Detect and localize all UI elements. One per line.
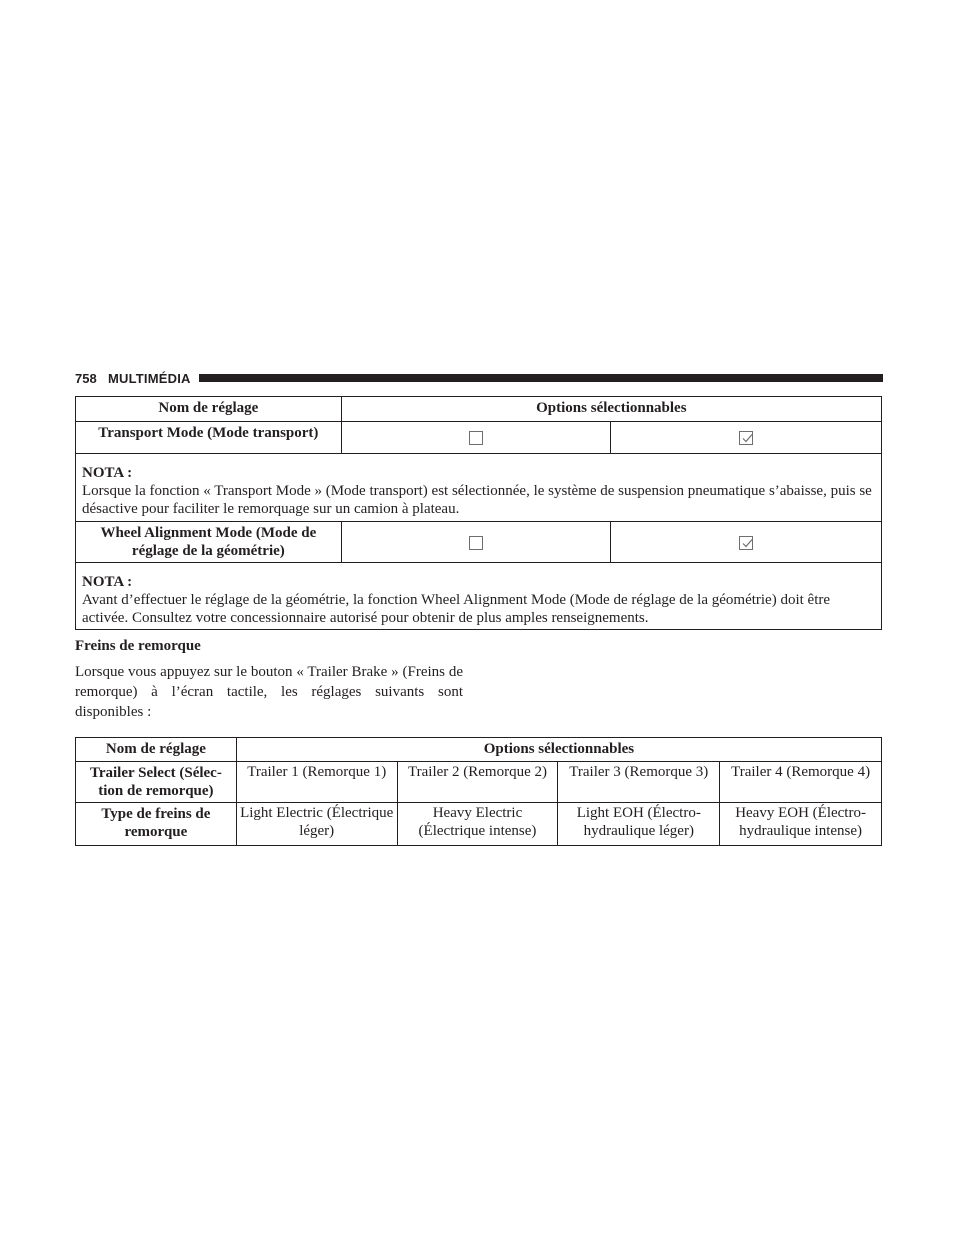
setting-label-brake-type: Type de freins de remorque	[75, 802, 237, 846]
column-header-setting: Nom de réglage	[75, 396, 342, 422]
option-heavy-electric: Heavy Electric (Électrique intense)	[396, 802, 559, 846]
setting-label-transport-mode: Transport Mode (Mode transport)	[75, 421, 342, 454]
column-header-options: Options sélectionnables	[235, 737, 883, 762]
settings-table-transport: Nom de réglage Options sélectionnables T…	[75, 396, 883, 630]
option-trailer-1: Trailer 1 (Remorque 1)	[235, 761, 398, 803]
section-paragraph: Lorsque vous appuyez sur le bouton « Tra…	[75, 664, 463, 720]
header-rule	[199, 374, 883, 382]
option-light-eoh: Light EOH (Électro-hydraulique léger)	[557, 802, 721, 846]
option-trailer-4: Trailer 4 (Remorque 4)	[719, 761, 882, 803]
checkbox-unchecked-icon[interactable]	[469, 431, 484, 446]
settings-table-trailer-brake: Nom de réglage Options sélectionnables T…	[75, 737, 883, 846]
page-header: 758 MULTIMÉDIA	[75, 370, 883, 388]
note-title: NOTA :	[82, 465, 133, 481]
option-cell	[610, 521, 882, 563]
checkbox-checked-icon[interactable]	[739, 535, 754, 550]
option-trailer-3: Trailer 3 (Remorque 3)	[557, 761, 721, 803]
section-title: MULTIMÉDIA	[108, 371, 191, 386]
setting-label-wheel-alignment: Wheel Alignment Mode (Mode de réglage de…	[75, 521, 342, 563]
note-title: NOTA :	[82, 574, 133, 590]
option-cell	[340, 421, 612, 454]
option-heavy-eoh: Heavy EOH (Électro-hydraulique intense)	[719, 802, 882, 846]
column-header-setting: Nom de réglage	[75, 737, 237, 762]
option-cell	[610, 421, 882, 454]
setting-label-trailer-select: Trailer Select (Sélec-tion de remorque)	[75, 761, 237, 803]
option-light-electric: Light Electric (Électrique léger)	[235, 802, 398, 846]
page-number: 758	[75, 371, 97, 386]
note-cell-transport: NOTA : Lorsque la fonction « Transport M…	[75, 453, 882, 522]
note-text: Lorsque la fonction « Transport Mode » (…	[82, 483, 872, 517]
column-header-options: Options sélectionnables	[340, 396, 883, 422]
option-cell	[340, 521, 612, 563]
note-cell-wheel-alignment: NOTA : Avant d’effectuer le réglage de l…	[75, 562, 882, 630]
checkbox-unchecked-icon[interactable]	[469, 535, 484, 550]
option-trailer-2: Trailer 2 (Remorque 2)	[396, 761, 559, 803]
note-text: Avant d’effectuer le réglage de la géomé…	[82, 592, 831, 626]
section-heading: Freins de remorque	[75, 638, 201, 654]
checkbox-checked-icon[interactable]	[739, 431, 754, 446]
